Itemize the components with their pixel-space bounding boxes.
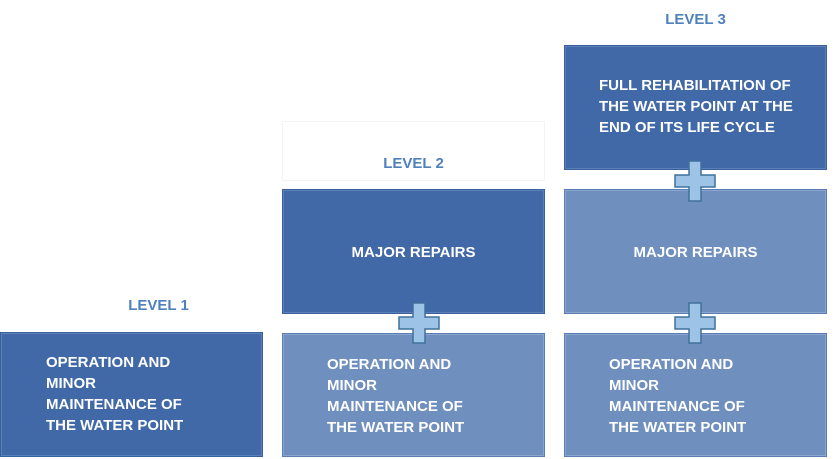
box-text: MAJOR REPAIRS xyxy=(351,244,476,261)
box-text-line: OPERATION AND xyxy=(327,356,452,373)
box-text-line: OPERATION AND xyxy=(609,356,734,373)
box-text-line: MAINTENANCE OF xyxy=(609,398,745,415)
plus-icon xyxy=(398,302,440,344)
plus-icon xyxy=(674,302,716,344)
plus-icon xyxy=(674,160,716,202)
level-2-label-frame xyxy=(282,121,545,181)
level-2-operation-box: OPERATION AND MINOR MAINTENANCE OF THE W… xyxy=(282,333,545,457)
level-3-label: LEVEL 3 xyxy=(665,11,726,28)
level-1-operation-box: OPERATION AND MINOR MAINTENANCE OF THE W… xyxy=(0,332,263,457)
box-text-line: MAINTENANCE OF xyxy=(46,396,182,413)
box-text-line: FULL REHABILITATION OF xyxy=(599,77,791,94)
level-1-label: LEVEL 1 xyxy=(128,297,189,314)
box-text-line: MAINTENANCE OF xyxy=(327,398,463,415)
level-3-full-rehabilitation-box: FULL REHABILITATION OF THE WATER POINT A… xyxy=(564,45,827,170)
box-text-line: MINOR xyxy=(46,375,96,392)
level-2-major-repairs-box: MAJOR REPAIRS xyxy=(282,189,545,314)
level-3-operation-box: OPERATION AND MINOR MAINTENANCE OF THE W… xyxy=(564,333,827,457)
box-text-line: MINOR xyxy=(609,377,659,394)
box-text: MAJOR REPAIRS xyxy=(633,244,758,261)
level-2-label: LEVEL 2 xyxy=(383,155,444,172)
box-text-line: THE WATER POINT xyxy=(609,419,747,436)
box-text-line: THE WATER POINT xyxy=(46,417,184,434)
box-text-line: OPERATION AND xyxy=(46,354,171,371)
box-text-line: THE WATER POINT AT THE xyxy=(599,98,793,115)
box-text-line: END OF ITS LIFE CYCLE xyxy=(599,119,775,136)
level-3-major-repairs-box: MAJOR REPAIRS xyxy=(564,189,827,314)
box-text-line: MINOR xyxy=(327,377,377,394)
box-text-line: THE WATER POINT xyxy=(327,419,465,436)
